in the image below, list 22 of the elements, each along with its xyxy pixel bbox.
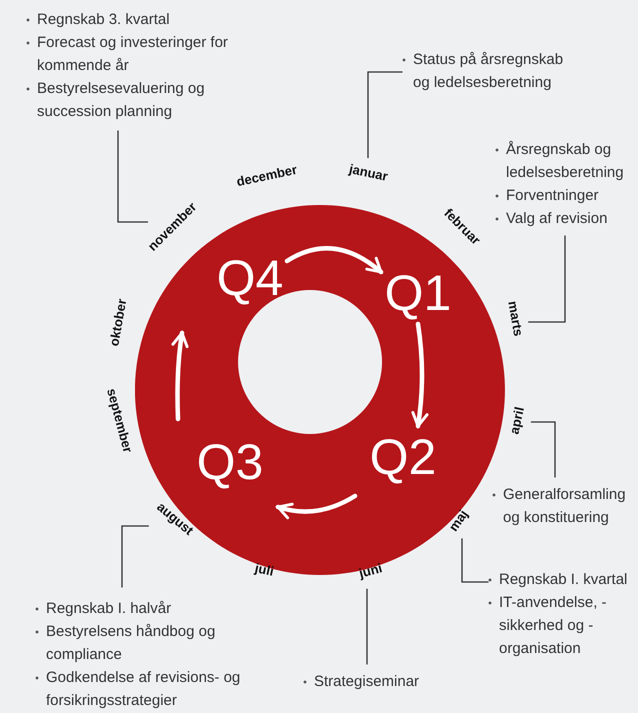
curved-arrow	[276, 494, 358, 519]
month-label: december	[234, 162, 298, 188]
month-label: marts	[506, 299, 525, 337]
month-label: juli	[253, 560, 274, 578]
quarter-label: Q3	[190, 437, 270, 487]
curved-arrow	[411, 322, 428, 428]
quarter-label: Q1	[383, 268, 453, 318]
curved-arrow	[172, 330, 189, 422]
leader-line	[530, 421, 556, 478]
leader-line	[121, 525, 149, 588]
quarter-label: Q4	[215, 253, 285, 303]
leader-line	[461, 538, 489, 583]
month-label: april	[507, 405, 526, 435]
leader-line	[117, 130, 148, 223]
month-label: januar	[348, 162, 388, 182]
month-label: oktober	[107, 297, 128, 347]
curved-arrow	[284, 246, 384, 274]
leader-line	[366, 588, 368, 665]
month-label: juni	[357, 560, 383, 580]
quarter-label: Q2	[363, 432, 443, 482]
leader-line	[367, 71, 403, 158]
leader-line	[528, 235, 566, 323]
